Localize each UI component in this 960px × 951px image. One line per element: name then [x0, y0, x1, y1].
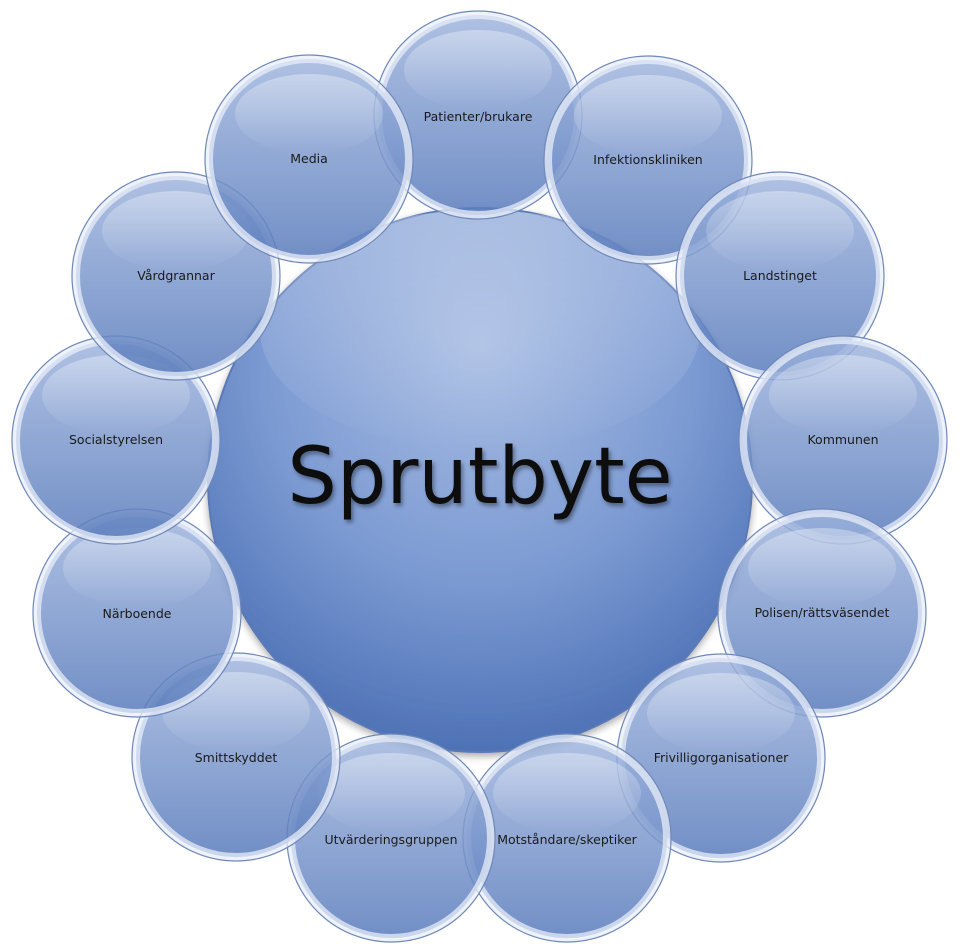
node-label: Frivilligorganisationer — [654, 750, 789, 765]
node-label: Närboende — [103, 606, 172, 621]
node-label: Utvärderingsgruppen — [324, 832, 457, 847]
node-label: Kommunen — [807, 432, 878, 447]
node-socialstyrelsen: Socialstyrelsen — [11, 335, 221, 545]
node-ring: Patienter/brukare Infektionskliniken Lan… — [11, 10, 948, 943]
node-polisen-rattsvasendet: Polisen/rättsväsendet — [717, 508, 927, 718]
node-frivilligorganisationer: Frivilligorganisationer — [616, 653, 826, 863]
node-infektionskliniken: Infektionskliniken — [543, 55, 753, 265]
node-vardgrannar: Vårdgrannar — [71, 171, 281, 381]
node-narboende: Närboende — [32, 508, 242, 718]
node-label: Socialstyrelsen — [69, 432, 163, 447]
node-motstandare-skeptiker: Motståndare/skeptiker — [462, 733, 672, 943]
node-label: Landstinget — [743, 268, 817, 283]
center-highlight — [260, 210, 700, 450]
node-label: Media — [290, 151, 328, 166]
node-label: Patienter/brukare — [424, 109, 533, 124]
node-landstinget: Landstinget — [675, 171, 885, 381]
node-media: Media — [204, 54, 414, 264]
center-label: Sprutbyte — [287, 432, 672, 522]
node-label: Motståndare/skeptiker — [497, 832, 637, 847]
node-label: Smittskyddet — [195, 750, 278, 765]
node-label: Polisen/rättsväsendet — [755, 605, 890, 620]
center-hub: Sprutbyte — [207, 207, 753, 753]
node-label: Infektionskliniken — [593, 152, 702, 167]
node-label: Vårdgrannar — [137, 268, 215, 283]
